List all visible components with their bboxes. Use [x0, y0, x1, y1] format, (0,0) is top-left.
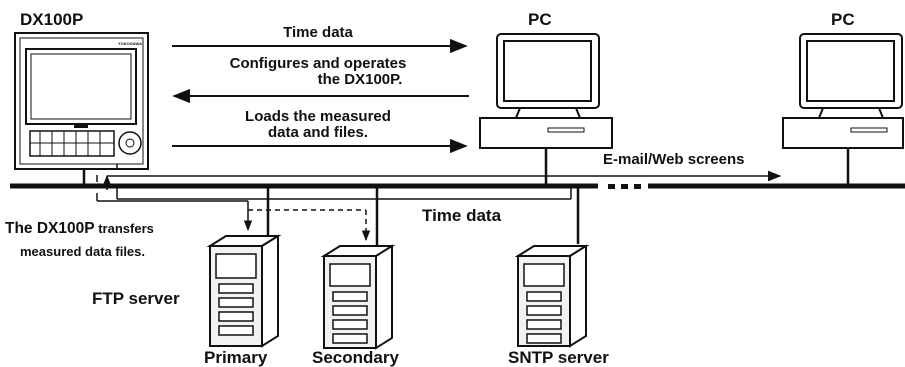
- arrow-configures: Configures and operates the DX100P.: [172, 55, 469, 104]
- network-backbone: [10, 183, 905, 189]
- ftp-primary-label: Primary: [204, 348, 268, 367]
- pc-right: PC: [782, 10, 904, 186]
- transfer-note-line1: The DX100P transfers: [5, 220, 154, 237]
- arrow-configures-line2: the DX100P.: [318, 71, 403, 88]
- dx100p-recorder: DX100P YOKOGAWA: [14, 10, 149, 186]
- pc-left: PC: [479, 10, 613, 186]
- dx100p-title: DX100P: [20, 10, 83, 29]
- arrow-configures-line1: Configures and operates: [230, 55, 407, 72]
- arrow-sntp-time-label: Time data: [422, 206, 502, 225]
- pc-right-label: PC: [831, 10, 855, 29]
- transfer-note-line2: measured data files.: [20, 244, 145, 259]
- pc-left-label: PC: [528, 10, 552, 29]
- arrow-email-web: E-mail/Web screens: [102, 151, 782, 190]
- arrow-time-data: Time data: [172, 24, 468, 54]
- arrow-loads-line2: data and files.: [268, 124, 368, 141]
- dx100p-keypad: [29, 130, 115, 157]
- ftp-server-label: FTP server: [92, 289, 180, 308]
- transfer-note: The DX100P transfers measured data files…: [5, 220, 154, 259]
- arrow-sntp-time: Time data: [116, 164, 572, 225]
- dx100p-brand: YOKOGAWA: [118, 41, 142, 46]
- dx100p-dial: [118, 131, 142, 155]
- ftp-server-primary: [206, 186, 282, 348]
- arrow-loads: Loads the measured data and files.: [172, 108, 468, 154]
- ftp-secondary-label: Secondary: [312, 348, 399, 367]
- sntp-server-label: SNTP server: [508, 348, 609, 367]
- dx100p-screen: [25, 48, 137, 125]
- ftp-server-secondary: [320, 186, 396, 350]
- sntp-server: [514, 186, 590, 348]
- arrow-loads-line1: Loads the measured: [245, 108, 391, 125]
- arrow-time-data-label: Time data: [283, 24, 353, 41]
- arrow-email-web-label: E-mail/Web screens: [603, 151, 744, 168]
